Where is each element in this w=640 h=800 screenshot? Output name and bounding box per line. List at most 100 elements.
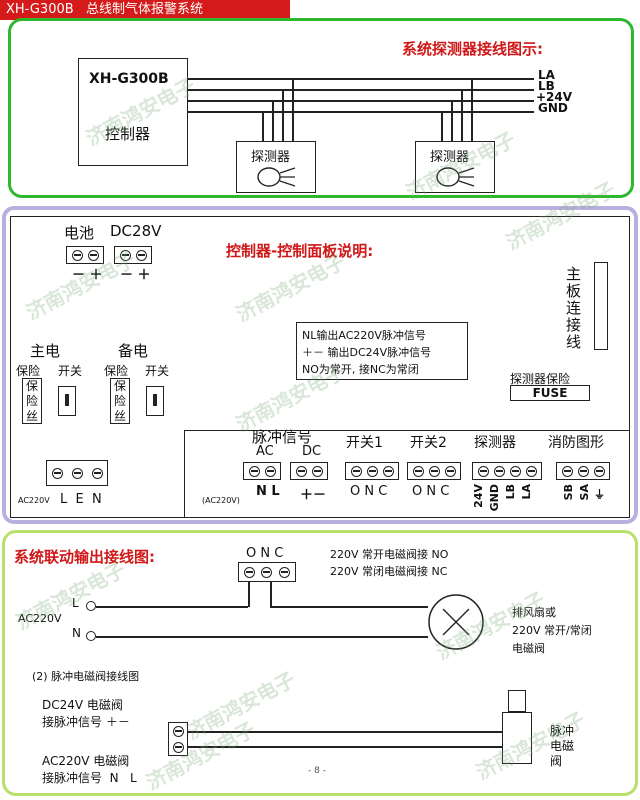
detector-1: 探测器 [236,141,316,193]
drop-2c [461,89,463,141]
ac-valve-label: AC220V 电磁阀 [42,754,130,768]
detector-1-icon [257,167,296,187]
bus-line-la [188,78,534,80]
detector-2-icon [436,167,475,187]
pulse-valve-body [502,712,532,764]
fire-terminal [556,462,610,480]
pulse-valve-label: 脉冲电磁阀 [550,724,575,768]
main-fuse-word: 保险 [16,364,41,378]
detector-pin-lb: LB [504,484,517,500]
battery-label: 电池 [64,224,95,242]
header-title: XH-G300B 总线制气体报警系统 [0,0,290,20]
l-wire-up [248,582,250,607]
drop-2a [441,111,443,141]
backup-switch-word: 开关 [145,364,170,378]
l-terminal [86,601,96,611]
legend-line-1: NL输出AC220V脉冲信号 [302,329,426,342]
controller-model: XH-G300B [89,71,169,87]
terminal-ac-small: (AC220V) [202,496,240,505]
backup-fuse-word: 保险 [104,364,129,378]
pulse-wire-2 [188,746,504,748]
fire-pin-sb: SB [562,484,575,501]
bus-line-lb [188,89,534,91]
linkage-onc-terminal [238,562,296,582]
detector-terminal [472,462,542,480]
backup-switch[interactable] [146,386,164,416]
c-wire-down [270,582,272,607]
main-switch-word: 开关 [58,364,83,378]
drop-2b [451,100,453,141]
linkage-n-label: N [72,626,81,640]
power-ac-label: AC220V [18,496,50,505]
page-number: - 8 - [308,766,326,776]
control-panel-frame [2,206,638,524]
pulse-dc-label: DC [302,444,322,459]
detector-fuse: FUSE [510,385,590,401]
detector-pin-la: LA [520,484,533,500]
switch1-label: 开关1 [346,435,383,451]
detector-fuse-label: 探测器保险 [510,372,571,386]
switch2-terminal [407,462,461,480]
drop-1a [262,111,264,141]
drop-2d [471,78,473,141]
fire-label: 消防图形 [548,435,604,451]
dc-pulse-label: 接脉冲信号 ＋－ [42,715,130,729]
drop-1b [272,100,274,141]
pulse-dc-terminal [290,462,328,480]
backup-power-label: 备电 [118,342,149,360]
fire-pin-sa: SA [578,484,591,501]
legend-line-3: NO为常开, 接NC为常闭 [302,363,419,376]
board-link-label: 主板连接线 [566,265,582,351]
switch2-onc: O N C [412,484,450,499]
n-terminal [86,631,96,641]
linkage-ac-label: AC220V [18,612,62,625]
main-power-label: 主电 [30,342,61,360]
power-len-labels: L E N [60,492,102,507]
wiring-diagram-panel [8,18,634,198]
dc-valve-label: DC24V 电磁阀 [42,698,123,712]
bus-label-la: LA [538,68,555,82]
drop-1d [292,78,294,141]
linkage-nc-text: 220V 常闭电磁阀接 NC [330,565,448,578]
battery-polarity-1: － ＋ [72,268,103,283]
linkage-onc-label: O N C [246,546,284,561]
valve-top [508,690,526,712]
battery-polarity-2: － ＋ [120,268,151,283]
pulse-terminal [168,722,188,756]
switch2-label: 开关2 [410,435,447,451]
pulse-ac-terminal [243,462,281,480]
power-input-terminal [46,460,108,486]
controller-label: 控制器 [105,125,151,143]
l-wire [96,606,248,608]
bus-line-gnd [188,111,534,113]
switched-wire [270,606,428,608]
linkage-panel [2,530,638,796]
main-fuse: 保险丝 [22,378,42,424]
legend-line-2: ＋－ 输出DC24V脉冲信号 [302,346,432,359]
detector-2-label: 探测器 [430,150,470,165]
board-connector [594,262,608,350]
pulse-ac-label: AC [256,444,274,459]
bus-label-lb: LB [538,79,555,93]
detector-pin-gnd: GND [488,484,501,512]
fan-label: 排风扇或 [512,606,556,619]
pulse-pm-label: ＋－ [300,488,327,503]
bus-label-24v: +24V [536,90,573,104]
controller-box: XH-G300B 控制器 [78,58,188,166]
pulse-nl-label: N L [256,484,280,499]
detector-pin-24v: 24V [472,484,485,508]
fire-pin-ground: ⏚ [594,488,605,501]
fan-label-3: 电磁阀 [512,642,545,655]
switch1-onc: O N C [350,484,388,499]
backup-fuse: 保险丝 [110,378,130,424]
pulse-wire-1 [188,731,504,733]
main-switch[interactable] [58,386,76,416]
legend-box: NL输出AC220V脉冲信号 ＋－ 输出DC24V脉冲信号 NO为常开, 接NC… [296,322,468,380]
fan-label-2: 220V 常开/常闭 [512,624,592,637]
detector-2: 探测器 [415,141,495,193]
battery-terminal-1 [66,246,104,264]
detector-term-label: 探测器 [474,435,516,451]
detector-1-label: 探测器 [251,150,291,165]
drop-1c [282,89,284,141]
panel-title: 控制器-控制面板说明: [226,242,374,260]
